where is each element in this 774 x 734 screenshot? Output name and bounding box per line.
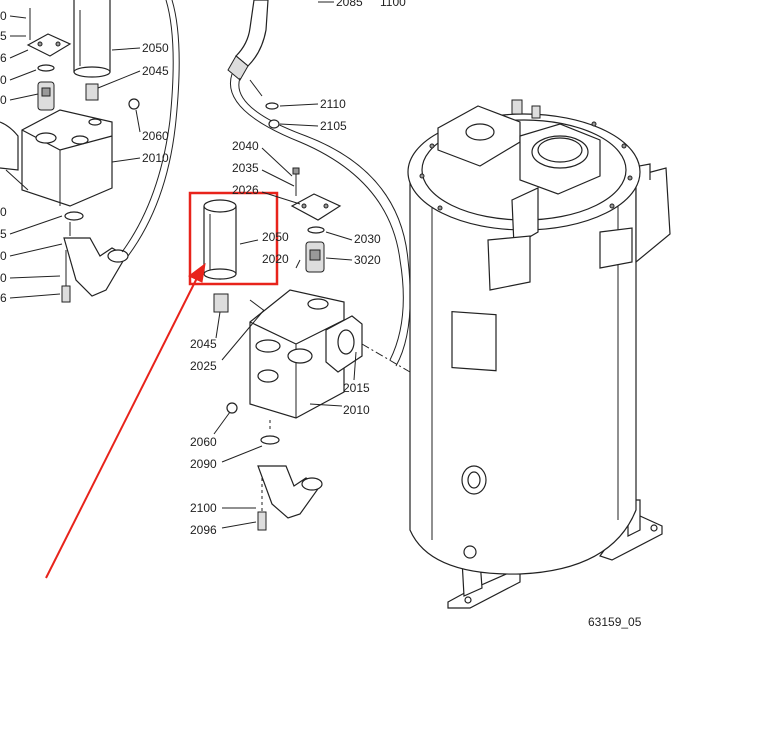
label-2010-center: 2010 — [343, 403, 370, 417]
left-label-0: 0 — [0, 9, 7, 23]
label-3020: 3020 — [354, 253, 381, 267]
left-label-2050: 2050 — [142, 41, 169, 55]
left-assembly-labels: 2050 2045 2060 2010 — [97, 41, 169, 165]
left-label-8: 0 — [0, 271, 7, 285]
left-label-6: 5 — [0, 227, 7, 241]
label-2096: 2096 — [190, 523, 217, 537]
left-label-2: 6 — [0, 51, 7, 65]
label-2015: 2015 — [343, 381, 370, 395]
label-2105: 2105 — [320, 119, 347, 133]
label-2040: 2040 — [232, 139, 259, 153]
left-label-4: 0 — [0, 93, 7, 107]
left-label-2045: 2045 — [142, 64, 169, 78]
label-2085: 2085 — [336, 0, 363, 9]
separator-tank — [407, 99, 671, 609]
drawing-id: 63159_05 — [588, 615, 642, 629]
highlight-arrow — [45, 262, 206, 579]
left-assembly — [0, 0, 180, 303]
left-label-3: 0 — [0, 73, 7, 87]
oil-filter-cartridge[interactable] — [203, 199, 237, 280]
highlight-box — [188, 191, 279, 286]
hose-assembly — [227, 0, 411, 367]
label-2035: 2035 — [232, 161, 259, 175]
label-2025: 2025 — [190, 359, 217, 373]
center-leaders — [213, 147, 357, 529]
label-2030: 2030 — [354, 232, 381, 246]
left-label-2060: 2060 — [142, 129, 169, 143]
label-2090: 2090 — [190, 457, 217, 471]
left-label-2010: 2010 — [142, 151, 169, 165]
left-label-9: 6 — [0, 291, 7, 305]
label-2045-center: 2045 — [190, 337, 217, 351]
left-label-7: 0 — [0, 249, 7, 263]
center-assembly — [213, 167, 411, 531]
label-2050-center: 2050 — [262, 230, 289, 244]
left-margin-labels: 0 5 6 0 0 0 5 0 0 6 — [0, 9, 63, 305]
label-2100: 2100 — [190, 501, 217, 515]
label-2026: 2026 — [232, 183, 259, 197]
center-labels: 2040 2035 2026 2050 2020 2030 3020 2045 … — [190, 139, 381, 537]
left-label-1: 5 — [0, 29, 7, 43]
label-2060-center: 2060 — [190, 435, 217, 449]
label-2020: 2020 — [262, 252, 289, 266]
label-2110: 2110 — [320, 97, 346, 111]
label-1100: 1100 — [380, 0, 406, 9]
left-label-5: 0 — [0, 205, 7, 219]
top-labels: 2085 1100 2110 2105 — [320, 0, 406, 133]
lid-bolt-circle — [419, 121, 633, 211]
